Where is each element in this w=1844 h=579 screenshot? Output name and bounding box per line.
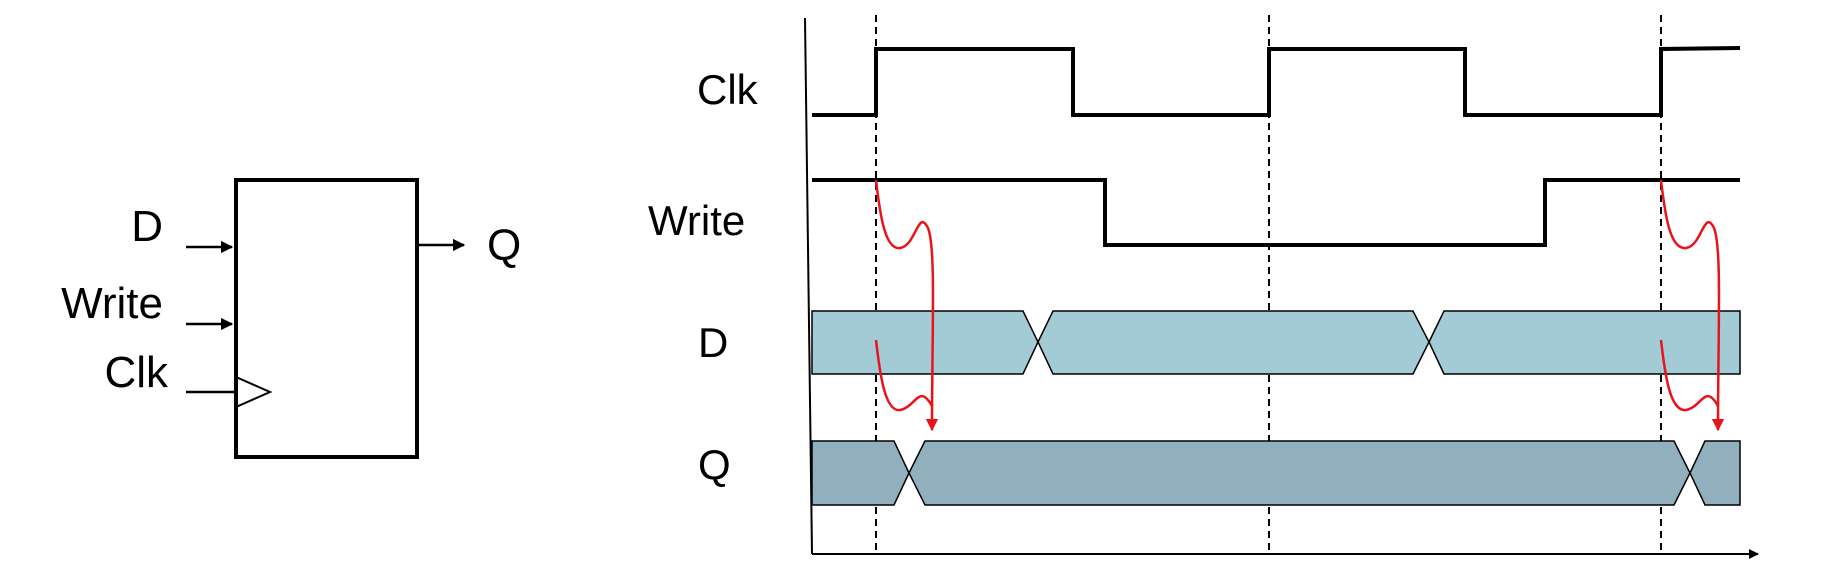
- write-waveform: [812, 178, 1740, 247]
- timing-diagram: Clk Write D Q: [648, 15, 1759, 559]
- causal-arrow-d-to-q-2: [1659, 339, 1720, 412]
- input-label-clk: Clk: [104, 348, 169, 397]
- clk-waveform: [812, 46, 1741, 117]
- input-label-d: D: [131, 202, 163, 251]
- register-box: [234, 178, 419, 459]
- input-label-write: Write: [61, 279, 163, 328]
- signal-label-write: Write: [648, 197, 745, 244]
- causal-arrows: [874, 179, 1725, 432]
- d-bus-segment-1: [811, 310, 1039, 375]
- clock-edge-triangle-icon: [235, 376, 273, 408]
- signal-label-d: D: [698, 319, 728, 366]
- vertical-axis: [804, 17, 813, 555]
- causal-arrow-write-to-q-1: [874, 179, 939, 432]
- signal-label-q: Q: [698, 441, 731, 488]
- signal-label-clk: Clk: [697, 66, 759, 113]
- register-block: D Write Clk Q: [61, 178, 521, 459]
- q-bus-segment-2: [908, 440, 1691, 506]
- output-label-q: Q: [487, 221, 521, 270]
- causal-arrow-write-to-q-2: [1659, 179, 1725, 432]
- q-bus-segment-3: [1689, 440, 1741, 506]
- d-bus-segment-3: [1428, 310, 1741, 375]
- q-bus-segment-1: [811, 440, 910, 506]
- causal-arrow-d-to-q-1: [874, 339, 934, 412]
- d-bus-segment-2: [1037, 310, 1430, 375]
- q-bus: [811, 440, 1741, 506]
- d-bus: [811, 310, 1741, 375]
